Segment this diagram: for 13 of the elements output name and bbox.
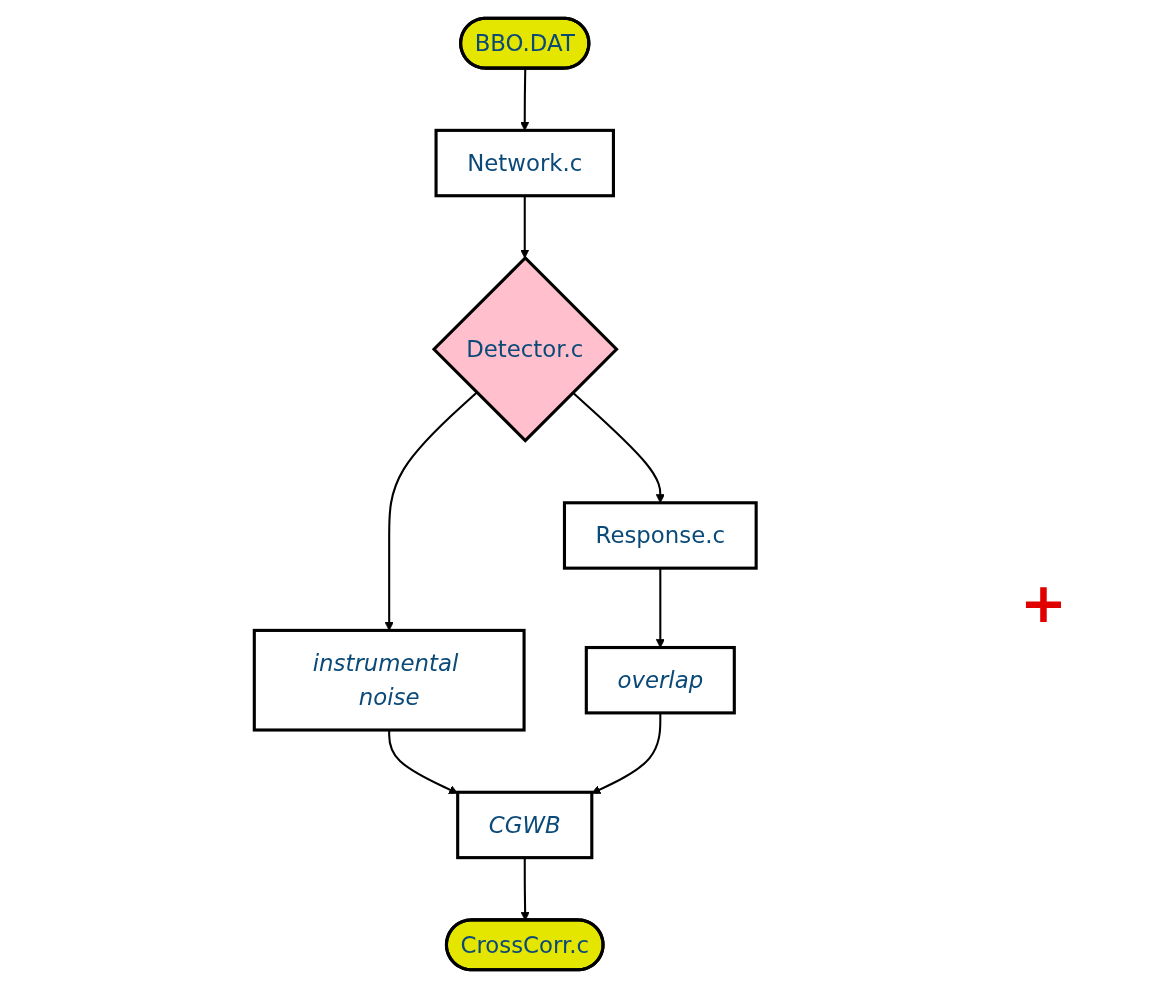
node-box: Network.c [434, 128, 615, 198]
node-box: CGWB [455, 790, 594, 860]
arrow [387, 730, 458, 794]
arrow [519, 195, 530, 259]
node-box: instrumental noise [252, 628, 526, 732]
plus-sign: + [1020, 570, 1067, 635]
node-diamond: Detector.c [431, 255, 619, 443]
node-box: Response.c [562, 501, 758, 570]
arrow [655, 568, 665, 648]
arrow [519, 68, 530, 131]
node-box: overlap [584, 645, 736, 715]
arrow [384, 391, 478, 631]
arrow [591, 712, 662, 794]
